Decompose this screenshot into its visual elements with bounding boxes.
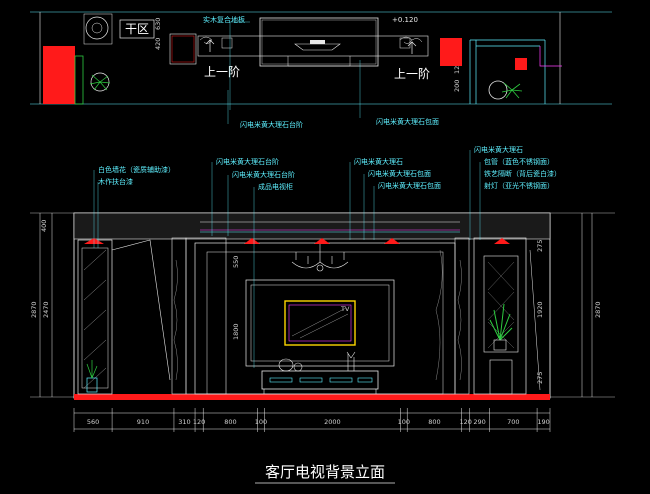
callout-marble-step-2: 闪电米黄大理石台阶	[232, 170, 295, 179]
svg-text:275: 275	[536, 372, 544, 384]
plant-elevation-icon	[489, 303, 513, 341]
callout-marble-trim-2: 闪电米黄大理石包面	[378, 181, 441, 190]
dim-label: 700	[507, 418, 519, 426]
plan-red-column-left	[43, 46, 75, 104]
tv-cabinet	[261, 370, 379, 390]
plant-plan-icon-right	[488, 80, 523, 100]
svg-text:1800: 1800	[232, 323, 240, 340]
callout-marble-step-1: 闪电米黄大理石台阶	[216, 157, 279, 166]
callout-wood-paint: 木作扶台漆	[98, 177, 133, 186]
chandelier-icon	[291, 240, 349, 272]
callout-iron-partition: 铁艺隔断（背后瓷白漆）	[484, 169, 561, 178]
height-dimensions: 400 2870 2470 550 1800 275 1920 275 2870	[30, 220, 602, 384]
svg-text:550: 550	[232, 256, 240, 268]
svg-text:420: 420	[154, 38, 162, 50]
step-right-label: 上一阶	[394, 67, 430, 81]
svg-text:2470: 2470	[42, 301, 50, 318]
svg-text:1920: 1920	[536, 301, 544, 318]
svg-text:400: 400	[40, 220, 48, 232]
callout-spotlight: 射灯（亚光不锈钢面）	[484, 181, 554, 190]
svg-text:200: 200	[453, 80, 461, 92]
tv-screen	[284, 300, 356, 346]
dim-label: 910	[137, 418, 149, 426]
note-marble-step: 闪电米黄大理石台阶	[240, 120, 303, 129]
dim-label: 560	[87, 418, 99, 426]
tv-label: TV	[340, 305, 350, 313]
dim-label: 800	[428, 418, 440, 426]
basin-icon	[85, 16, 109, 40]
svg-text:630: 630	[154, 18, 162, 30]
dim-label: 2000	[324, 418, 341, 426]
callout-marble-trim-1: 闪电米黄大理石包面	[368, 169, 431, 178]
dim-label: 120	[459, 418, 471, 426]
dim-label: 190	[537, 418, 549, 426]
svg-text:120: 120	[453, 62, 461, 74]
note-marble-trim: 闪电米黄大理石包面	[376, 117, 439, 126]
callout-tv-cabinet: 成品电视柜	[258, 182, 293, 191]
dim-label: 800	[224, 418, 236, 426]
dim-label: 100	[398, 418, 410, 426]
dim-label: 310	[178, 418, 190, 426]
dim-label: 290	[473, 418, 485, 426]
elevation-callouts: 白色墙花（瓷质辅助漆） 木作扶台漆 闪电米黄大理石台阶 闪电米黄大理石台阶 成品…	[93, 145, 561, 368]
callout-pipe-cover: 包管（蓝色不锈钢面）	[484, 157, 554, 166]
svg-text:2870: 2870	[30, 301, 38, 318]
floor-red-band	[74, 394, 550, 400]
elevation-view: TV	[30, 212, 615, 400]
zone-label: 干区	[125, 22, 149, 36]
dim-label: 120	[193, 418, 205, 426]
callout-white-flower: 白色墙花（瓷质辅助漆）	[98, 165, 175, 174]
svg-text:2870: 2870	[594, 301, 602, 318]
dim-label: 100	[255, 418, 267, 426]
wall-outline	[73, 212, 551, 399]
drawing-title: 客厅电视背景立面	[265, 463, 385, 481]
callout-marble-2: 闪电米黄大理石	[474, 145, 523, 154]
plant-plan-icon	[89, 72, 111, 92]
note-floor: 实木复合地板	[203, 15, 245, 24]
plan-red-column-right	[440, 38, 462, 66]
svg-text:275: 275	[536, 240, 544, 252]
callout-marble-1: 闪电米黄大理石	[354, 157, 403, 166]
plan-view: 干区 上一阶 上一阶 630 420 120 200 +0.120	[30, 11, 612, 129]
step-left-label: 上一阶	[204, 65, 240, 79]
elev-mark: +0.120	[392, 16, 418, 24]
